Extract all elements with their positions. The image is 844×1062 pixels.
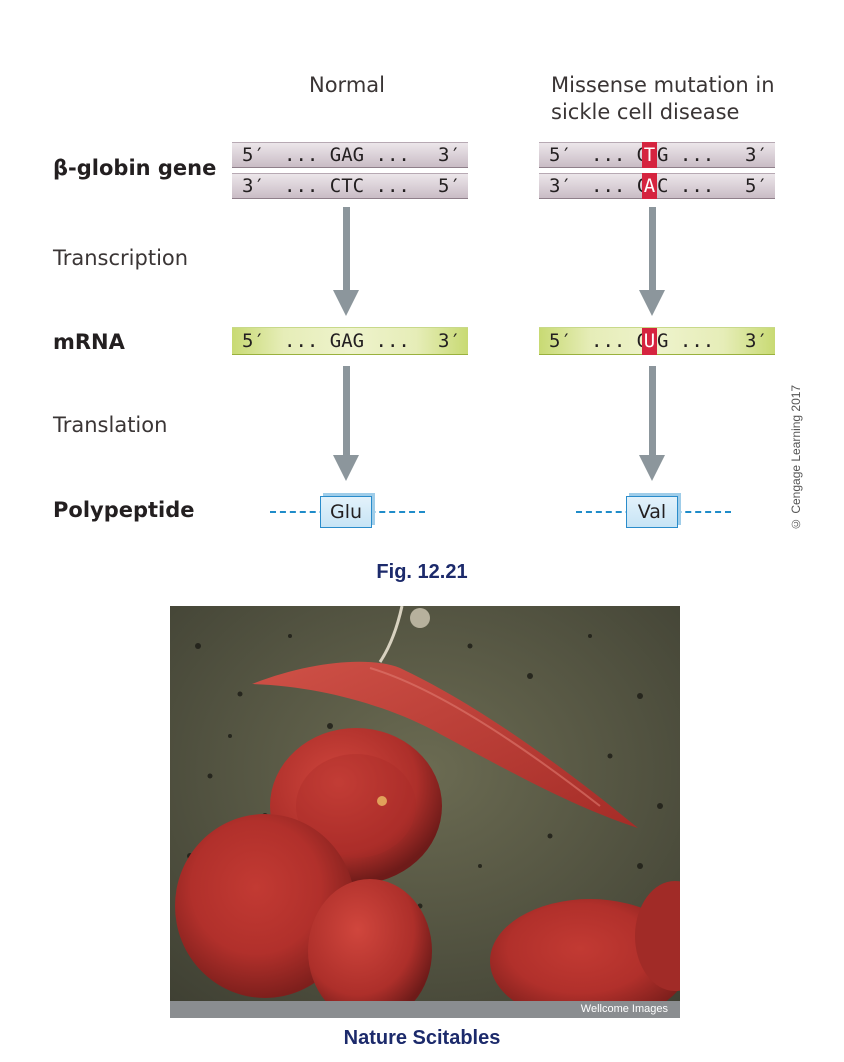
strand-sequence-left: ... G	[591, 144, 649, 166]
photo-credit: Wellcome Images	[580, 1003, 668, 1015]
strand-sequence-right: C ...	[657, 175, 715, 197]
mutation-highlight: T	[642, 142, 657, 168]
normal-template-strand: 3′ ... CTC ... 5′	[232, 173, 468, 199]
photo-credit-bar	[170, 1001, 680, 1018]
transcription-arrow-mutant-head	[639, 290, 665, 316]
row-label-transcription: Transcription	[53, 246, 189, 270]
normal-coding-strand: 5′ ... GAG ... 3′	[232, 142, 468, 168]
mutant-coding-strand: 5′ ... G T G ... 3′	[539, 142, 775, 168]
mrna-end-label: 3′	[745, 330, 768, 352]
strand-end-label: 3′	[549, 175, 572, 197]
mrna-end-label: 5′	[549, 330, 572, 352]
mutation-highlight: A	[642, 173, 657, 199]
strand-end-label: 5′	[438, 175, 461, 197]
amino-acid-val: Val	[626, 496, 678, 528]
mrna-end-label: 3′	[438, 330, 461, 352]
micrograph-image	[170, 606, 680, 1018]
transcription-arrow-mutant	[649, 207, 656, 291]
column-heading-mutant: Missense mutation in sickle cell disease	[551, 73, 775, 124]
strand-end-label: 3′	[438, 144, 461, 166]
amino-acid-glu: Glu	[320, 496, 372, 528]
translation-arrow-normal	[343, 366, 350, 456]
figure-caption: Fig. 12.21	[376, 561, 468, 583]
mutant-mrna: 5′ ... G U G ... 3′	[539, 327, 775, 355]
figure-credit: © Cengage Learning 2017	[789, 384, 803, 532]
sickle-cell-micrograph	[170, 606, 680, 1018]
translation-arrow-normal-head	[333, 455, 359, 481]
row-label-gene: β-globin gene	[53, 156, 217, 180]
mrna-sequence-right: G ...	[657, 330, 715, 352]
translation-arrow-mutant	[649, 366, 656, 456]
strand-end-label: 3′	[242, 175, 265, 197]
strand-end-label: 5′	[549, 144, 572, 166]
translation-arrow-mutant-head	[639, 455, 665, 481]
column-heading-normal: Normal	[309, 73, 385, 97]
mrna-sequence: ... GAG ...	[284, 330, 410, 352]
row-label-translation: Translation	[53, 413, 168, 437]
mrna-sequence-left: ... G	[591, 330, 649, 352]
strand-sequence: ... GAG ...	[284, 144, 410, 166]
mutation-highlight: U	[642, 328, 657, 355]
mutant-template-strand: 3′ ... C A C ... 5′	[539, 173, 775, 199]
normal-mrna: 5′ ... GAG ... 3′	[232, 327, 468, 355]
strand-sequence-left: ... C	[591, 175, 649, 197]
mrna-end-label: 5′	[242, 330, 265, 352]
strand-sequence-right: G ...	[657, 144, 715, 166]
photo-caption: Nature Scitables	[343, 1027, 501, 1049]
strand-end-label: 5′	[745, 175, 768, 197]
transcription-arrow-normal-head	[333, 290, 359, 316]
strand-sequence: ... CTC ...	[284, 175, 410, 197]
strand-end-label: 3′	[745, 144, 768, 166]
strand-end-label: 5′	[242, 144, 265, 166]
row-label-polypeptide: Polypeptide	[53, 498, 195, 522]
row-label-mrna: mRNA	[53, 330, 125, 354]
transcription-arrow-normal	[343, 207, 350, 291]
